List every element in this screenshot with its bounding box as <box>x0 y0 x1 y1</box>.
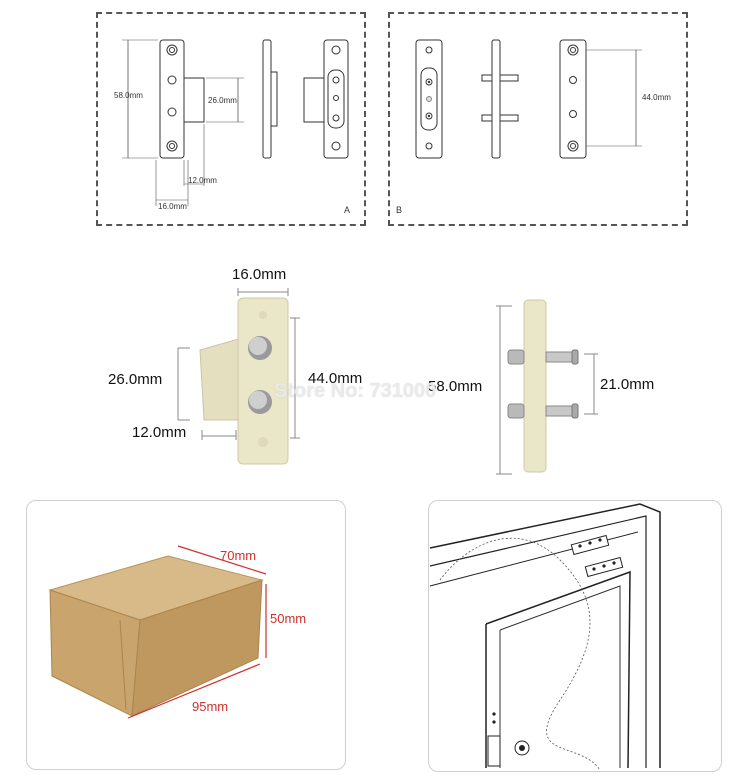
store-watermark: Store No: 731000 <box>274 380 437 402</box>
drawing-b-pitch-label: 44.0mm <box>642 93 671 102</box>
photo-b-pin-label: 21.0mm <box>600 376 655 393</box>
drawing-a-corner-label: A <box>344 205 351 215</box>
photo-a-depth-label: 12.0mm <box>132 424 187 441</box>
drawing-a-height-label: 58.0mm <box>114 91 143 100</box>
box-length-label: 70mm <box>220 548 257 563</box>
box-width-label: 95mm <box>192 699 229 714</box>
drawing-a-body-label: 26.0mm <box>208 96 237 105</box>
photo-b-height-label: 58.0mm <box>428 378 483 395</box>
photo-a-body-label: 26.0mm <box>108 371 163 388</box>
photo-a-width-label: 16.0mm <box>232 266 287 283</box>
drawing-panel-b <box>388 12 688 226</box>
drawing-a-depth-label: 12.0mm <box>188 176 217 185</box>
photo-a-pitch-label: 44.0mm <box>308 370 363 387</box>
box-height-label: 50mm <box>270 611 307 626</box>
drawing-a-width-label: 16.0mm <box>158 202 187 211</box>
drawing-panel-a <box>96 12 366 226</box>
drawing-b-corner-label: B <box>396 205 403 215</box>
